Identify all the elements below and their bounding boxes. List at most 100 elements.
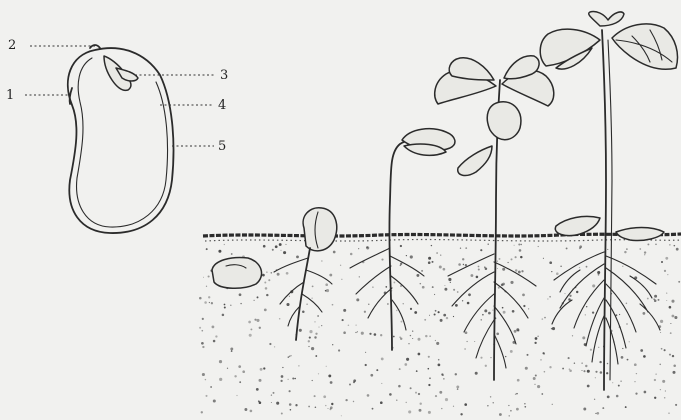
soil-speckle (428, 261, 431, 264)
soil-speckle (210, 386, 212, 388)
soil-speckle (465, 331, 468, 334)
soil-speckle (524, 403, 525, 404)
soil-speckle (654, 295, 657, 298)
soil-speckle (606, 372, 608, 374)
soil-speckle (211, 302, 213, 304)
soil-speckle (294, 378, 296, 380)
stage-4-cotyledon-upper (487, 102, 521, 140)
soil-speckle (566, 247, 568, 249)
soil-speckle (318, 327, 319, 328)
soil-speckle (282, 367, 283, 368)
soil-speckle (231, 350, 233, 352)
soil-speckle (348, 324, 350, 326)
soil-speckle (666, 300, 667, 301)
soil-speckle (464, 403, 467, 406)
soil-speckle (598, 347, 599, 348)
label-3: 3 (220, 69, 228, 82)
soil-speckle (556, 272, 559, 275)
soil-speckle (263, 245, 266, 248)
soil-speckle (659, 364, 660, 365)
soil-speckle (510, 410, 512, 412)
soil-speckle (516, 408, 519, 411)
soil-speckle (273, 392, 275, 394)
soil-speckle (302, 310, 305, 313)
soil-speckle (517, 329, 519, 331)
soil-speckle (453, 289, 455, 291)
soil-speckle (410, 387, 412, 389)
soil-speckle (443, 378, 444, 379)
soil-speckle (439, 266, 442, 269)
soil-speckle (259, 327, 261, 329)
soil-speckle (309, 330, 312, 333)
soil-speckle (355, 324, 356, 325)
soil-speckle (643, 355, 646, 358)
soil-speckle (445, 398, 448, 401)
soil-speckle (658, 299, 660, 301)
soil-speckle (600, 371, 603, 374)
soil-speckle (309, 337, 311, 339)
soil-speckle (224, 304, 226, 306)
soil-speckle (256, 319, 259, 322)
soil-speckle (460, 248, 461, 249)
soil-speckle (448, 278, 451, 281)
soil-speckle (332, 304, 334, 306)
stage-1-seed (212, 258, 262, 289)
soil-speckle (453, 316, 454, 317)
soil-speckle (581, 362, 582, 363)
soil-speckle (618, 385, 620, 387)
soil-speckle (401, 321, 403, 323)
soil-speckle (664, 270, 666, 272)
soil-speckle (510, 350, 513, 353)
soil-speckle (396, 310, 397, 311)
stage-5-stem (602, 30, 606, 390)
soil-speckle (311, 347, 314, 350)
soil-speckle (239, 381, 241, 383)
soil-speckle (661, 261, 663, 263)
soil-speckle (465, 264, 467, 266)
soil-speckle (353, 401, 354, 402)
soil-speckle (290, 409, 292, 411)
soil-speckle (202, 346, 204, 348)
soil-speckle (541, 393, 543, 395)
soil-speckle (372, 286, 374, 288)
soil-speckle (562, 368, 564, 370)
soil-speckle (403, 303, 404, 304)
soil-speckle (493, 402, 494, 403)
soil-speckle (485, 365, 487, 367)
soil-speckle (666, 292, 667, 293)
soil-speckle (476, 276, 479, 279)
soil-speckle (393, 336, 395, 338)
soil-speckle (590, 349, 592, 351)
soil-speckle (521, 270, 523, 272)
soil-speckle (355, 332, 356, 333)
soil-speckle (644, 251, 646, 253)
soil-speckle (326, 366, 327, 367)
soil-speckle (653, 298, 655, 300)
soil-speckle (259, 379, 262, 382)
soil-speckle (425, 335, 427, 337)
soil-speckle (428, 356, 430, 358)
soil-speckle (283, 251, 286, 254)
soil-speckle (358, 248, 359, 249)
soil-speckle (669, 244, 670, 245)
soil-speckle (208, 275, 210, 277)
soil-speckle (534, 342, 536, 344)
soil-speckle (673, 364, 676, 367)
soil-speckle (264, 282, 266, 284)
soil-speckle (205, 395, 207, 397)
soil-speckle (396, 400, 397, 401)
soil-speckle (399, 336, 401, 338)
soil-speckle (669, 354, 671, 356)
soil-speckle (272, 249, 274, 251)
soil-speckle (280, 250, 281, 251)
stage-4-cotyledon-lower (458, 146, 492, 175)
soil-speckle (498, 287, 500, 289)
soil-speckle (263, 367, 265, 369)
soil-speckle (231, 253, 233, 255)
soil-speckle (202, 318, 204, 320)
soil-speckle (222, 314, 225, 317)
soil-speckle (440, 319, 443, 322)
soil-speckle (537, 336, 538, 337)
soil-speckle (579, 267, 580, 268)
soil-speckle (544, 317, 546, 319)
